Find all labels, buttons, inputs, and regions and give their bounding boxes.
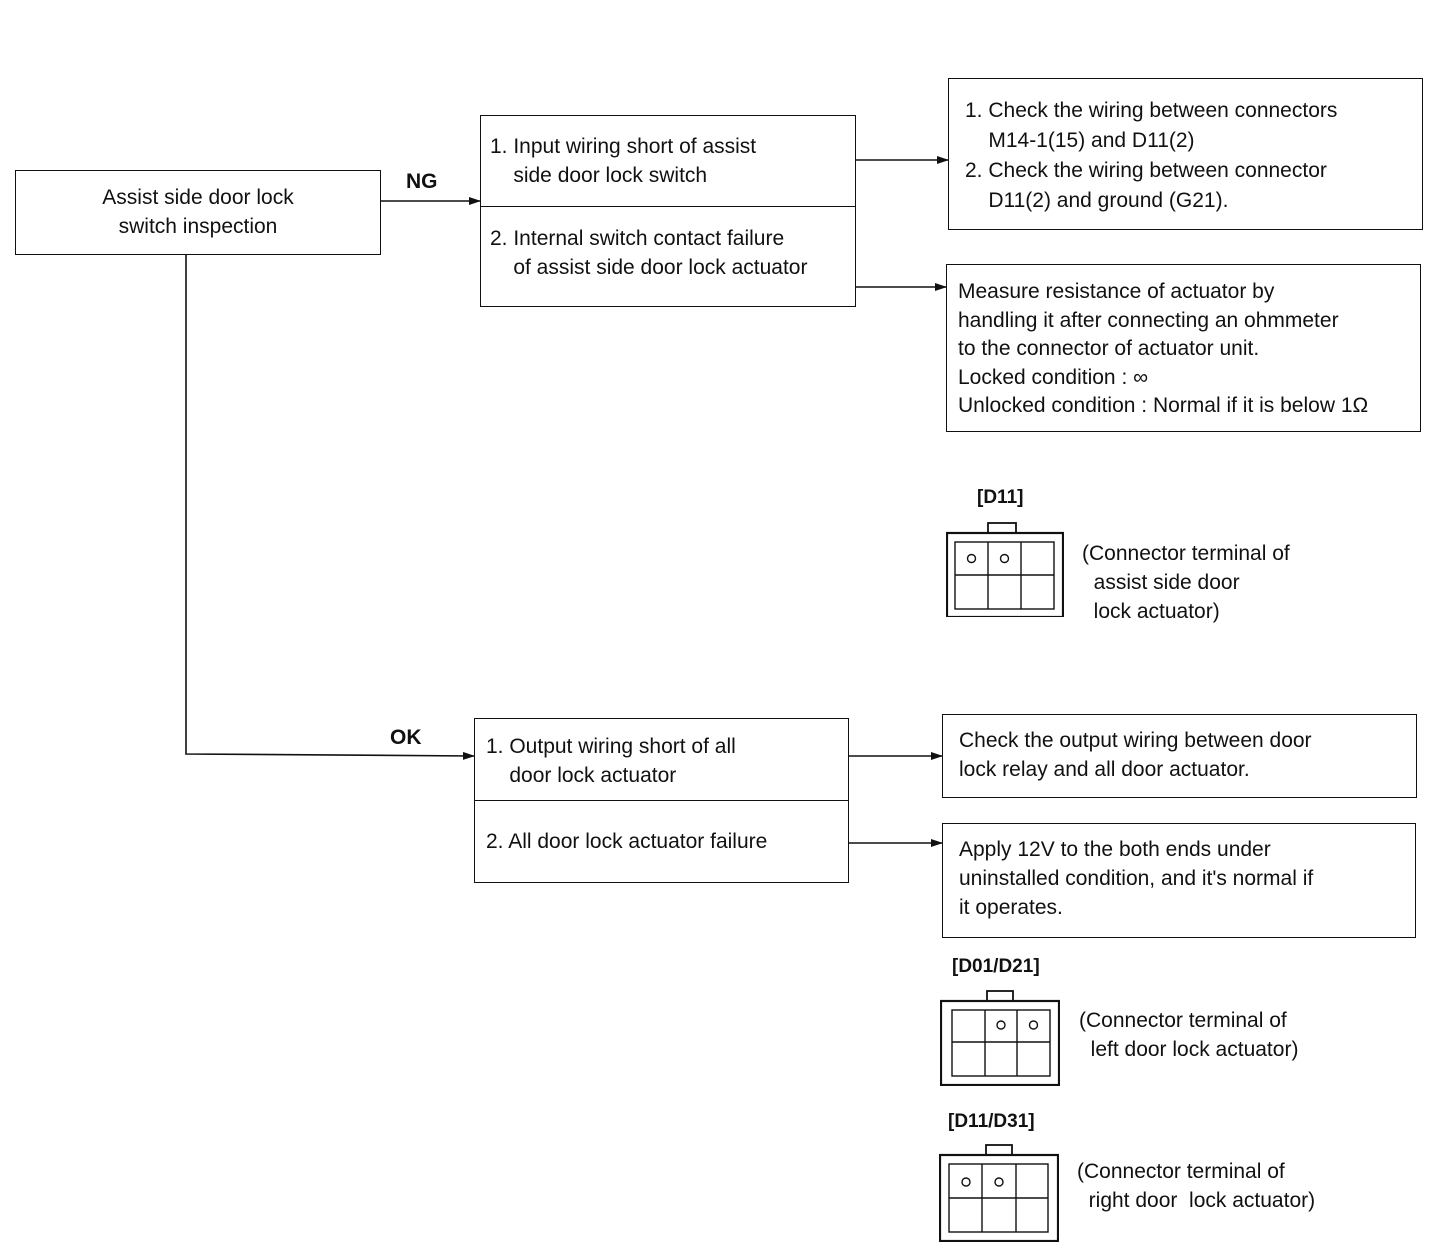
ok-cause-2-text: 2. All door lock actuator failure [486,830,768,853]
ng-cause-1: 1. Input wiring short of assist side doo… [481,116,855,207]
connector-d11-caption: (Connector terminal of assist side door … [1082,542,1290,623]
ng-action-1-box: 1. Check the wiring between connectors M… [948,78,1423,230]
pin-1-marker [961,1177,971,1187]
ng-action-2-text: Measure resistance of actuator by handli… [958,280,1369,417]
pin-2-marker [999,553,1010,564]
ok-cause-1-text: 1. Output wiring short of all door lock … [486,735,736,787]
ok-cause-2: 2. All door lock actuator failure [475,801,848,882]
ng-action-1-text: 1. Check the wiring between connectors M… [965,99,1338,212]
ng-causes-box: 1. Input wiring short of assist side doo… [480,115,856,307]
ng-action-2-box: Measure resistance of actuator by handli… [946,264,1421,432]
ok-action-1-box: Check the output wiring between door loc… [942,714,1417,798]
connector-d11-d31-caption: (Connector terminal of right door lock a… [1077,1160,1316,1212]
ok-path-line [185,254,475,760]
ok-action-1-text: Check the output wiring between door loc… [959,729,1312,781]
ok-action-2-box: Apply 12V to the both ends under uninsta… [942,823,1416,938]
connector-d01-d21-diagram [940,990,1060,1086]
pin-2-marker [994,1177,1004,1187]
connector-d11-diagram [946,522,1064,617]
ok-cause-1: 1. Output wiring short of all door lock … [475,719,848,801]
connector-d01-d21-caption: (Connector terminal of left door lock ac… [1079,1009,1299,1061]
ok-causes-box: 1. Output wiring short of all door lock … [474,718,849,883]
pin-3-marker [1028,1020,1039,1030]
connector-d11-d31-label: [D11/D31] [948,1111,1035,1132]
ok-label: OK [390,726,422,749]
pin-1-marker [966,553,977,564]
ng-cause-1-text: 1. Input wiring short of assist side doo… [490,135,757,187]
ng-cause-2: 2. Internal switch contact failure of as… [481,207,855,306]
connector-d11-d31-diagram [939,1144,1059,1242]
ng-label: NG [406,170,438,193]
connector-d11-label: [D11] [977,487,1024,508]
ok-action-2-text: Apply 12V to the both ends under uninsta… [959,838,1314,919]
connector-d01-d21-label: [D01/D21] [952,956,1040,977]
start-box: Assist side door lock switch inspection [15,170,381,255]
pin-2-marker [996,1020,1006,1030]
start-text: Assist side door lock switch inspection [102,186,294,238]
ng-cause-2-text: 2. Internal switch contact failure of as… [490,227,808,279]
